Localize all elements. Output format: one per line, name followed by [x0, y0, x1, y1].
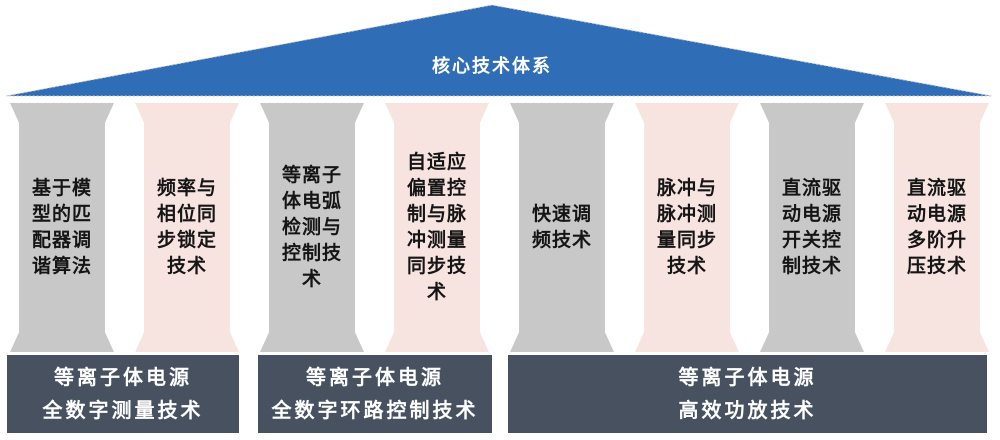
pillar-dc-drive-multistage-boost: 直流驱 动电源 多阶升 压技术 [885, 103, 989, 352]
pillar-label: 频率与 相位同 步锁定 技术 [156, 177, 217, 277]
base-line1: 等离子体电源 [678, 366, 817, 389]
base-line2: 高效功放技术 [678, 399, 817, 422]
base-line2: 全数字测量技术 [42, 399, 204, 422]
base-high-efficiency-amplifier: 等离子体电源 高效功放技术 [508, 355, 987, 433]
pillar-plasma-arc-detection-control: 等离子 体电弧 检测与 控制技 术 [260, 103, 364, 352]
pillar-fast-frequency-tuning: 快速调 频技术 [510, 103, 614, 352]
pillar-label: 基于模 型的匹 配器调 谐算法 [31, 177, 92, 277]
pillar-label: 直流驱 动电源 多阶升 压技术 [906, 177, 967, 277]
pillar-pulse-measurement-sync: 脉冲与 脉冲测 量同步 技术 [635, 103, 739, 352]
pillar-frequency-phase-sync-lock: 频率与 相位同 步锁定 技术 [135, 103, 239, 352]
pillar-dc-drive-switch-control: 直流驱 动电源 开关控 制技术 [760, 103, 864, 352]
roof-triangle [5, 4, 993, 97]
base-digital-measurement: 等离子体电源 全数字测量技术 [7, 355, 239, 433]
roof: 核心技术体系 [0, 0, 1000, 100]
pillar-label: 等离子 体电弧 检测与 控制技 术 [281, 164, 342, 290]
pillar-label: 直流驱 动电源 开关控 制技术 [781, 177, 842, 277]
pillar-label: 脉冲与 脉冲测 量同步 技术 [656, 177, 717, 277]
pillar-label: 快速调 频技术 [531, 203, 592, 251]
pillar-adaptive-bias-pulse-measure-sync: 自适应 偏置控 制与脉 冲测量 同步技 术 [385, 103, 489, 352]
base-digital-loop-control: 等离子体电源 全数字环路控制技术 [258, 355, 492, 433]
base-line1: 等离子体电源 [306, 366, 444, 389]
base-line2: 全数字环路控制技术 [271, 399, 479, 422]
diagram-title: 核心技术体系 [432, 56, 552, 76]
pillar-label: 自适应 偏置控 制与脉 冲测量 同步技 术 [406, 151, 467, 303]
pillar-matcher-tuning-algorithm: 基于模 型的匹 配器调 谐算法 [10, 103, 114, 352]
base-line1: 等离子体电源 [54, 366, 192, 389]
